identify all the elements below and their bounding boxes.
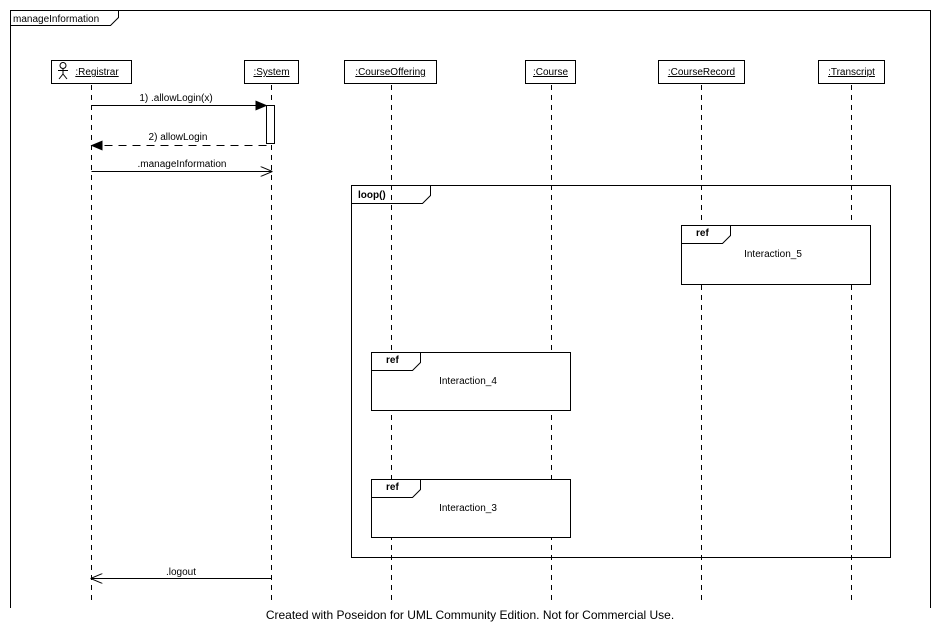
lifeline-label: :Registrar [75, 67, 119, 78]
lifeline-label: :CourseRecord [668, 67, 735, 78]
lifeline-label: :System [253, 67, 289, 78]
actor-icon [58, 62, 68, 80]
lifeline-courseoffering: :CourseOffering [344, 60, 437, 600]
ref-interaction-3[interactable]: ref Interaction_3 [371, 479, 571, 538]
lifeline-registrar: :Registrar [51, 60, 132, 600]
lifeline-course: :Course [525, 60, 576, 600]
lifeline-head-courseoffering[interactable] [344, 60, 437, 84]
activation-bar [266, 105, 275, 144]
message-manage-information[interactable]: .manageInformation [91, 159, 272, 172]
footer-watermark: Created with Poseidon for UML Community … [265, 608, 675, 622]
ref-tag: ref [696, 228, 709, 239]
lifeline-label: :Course [533, 67, 568, 78]
loop-fragment[interactable]: loop() [351, 185, 891, 558]
lifeline-transcript: :Transcript [818, 60, 885, 600]
lifeline-system: :System [244, 60, 299, 600]
diagram-frame: manageInformation [10, 10, 931, 608]
ref-tag: ref [386, 482, 399, 493]
lifeline-head-system[interactable] [244, 60, 299, 84]
lifeline-head-transcript[interactable] [818, 60, 885, 84]
lifeline-head-registrar[interactable] [51, 60, 132, 84]
frame-title: manageInformation [13, 14, 99, 25]
ref-label: Interaction_3 [439, 503, 497, 514]
message-label: .manageInformation [138, 159, 227, 170]
loop-label: loop() [358, 190, 386, 201]
message-allow-login-return[interactable]: 2) allowLogin [90, 132, 267, 151]
sequence-diagram: manageInformation :Registrar :System :Co… [10, 10, 931, 608]
ref-label: Interaction_5 [744, 249, 802, 260]
lifeline-label: :Transcript [828, 67, 875, 78]
lifeline-courserecord: :CourseRecord [658, 60, 745, 600]
lifeline-label: :CourseOffering [355, 67, 425, 78]
message-label: 2) allowLogin [149, 132, 208, 143]
ref-label: Interaction_4 [439, 376, 497, 387]
message-allow-login-call[interactable]: 1) .allowLogin(x) [91, 93, 268, 111]
ref-tag: ref [386, 355, 399, 366]
message-logout[interactable]: .logout [92, 567, 272, 579]
ref-interaction-4[interactable]: ref Interaction_4 [371, 352, 571, 411]
lifeline-head-courserecord[interactable] [658, 60, 745, 84]
lifeline-head-course[interactable] [525, 60, 576, 84]
ref-interaction-5[interactable]: ref Interaction_5 [681, 225, 871, 285]
message-label: 1) .allowLogin(x) [139, 93, 212, 104]
message-label: .logout [166, 567, 196, 578]
